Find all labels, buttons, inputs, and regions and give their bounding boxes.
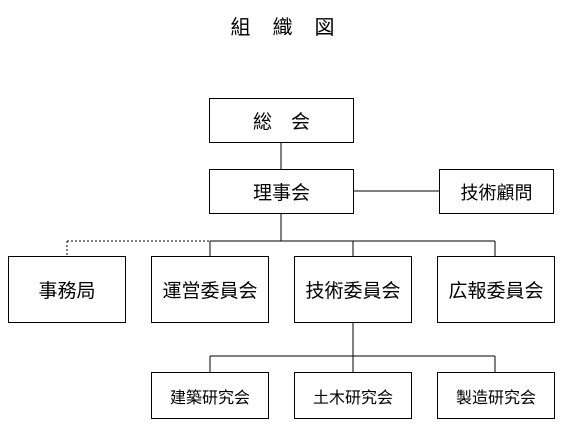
- node-board: 理事会: [209, 169, 354, 214]
- node-management-committee: 運営委員会: [151, 256, 269, 323]
- node-architecture-group: 建築研究会: [151, 372, 269, 419]
- node-manufacturing-group: 製造研究会: [437, 372, 555, 419]
- node-secretariat: 事務局: [8, 256, 126, 323]
- node-technical-committee: 技術委員会: [294, 256, 412, 323]
- node-civil-group: 土木研究会: [294, 372, 412, 419]
- node-general-assembly: 総 会: [209, 98, 354, 143]
- node-pr-committee: 広報委員会: [437, 256, 555, 323]
- node-technical-advisor: 技術顧問: [439, 169, 554, 214]
- chart-title: 組 織 図: [230, 15, 336, 39]
